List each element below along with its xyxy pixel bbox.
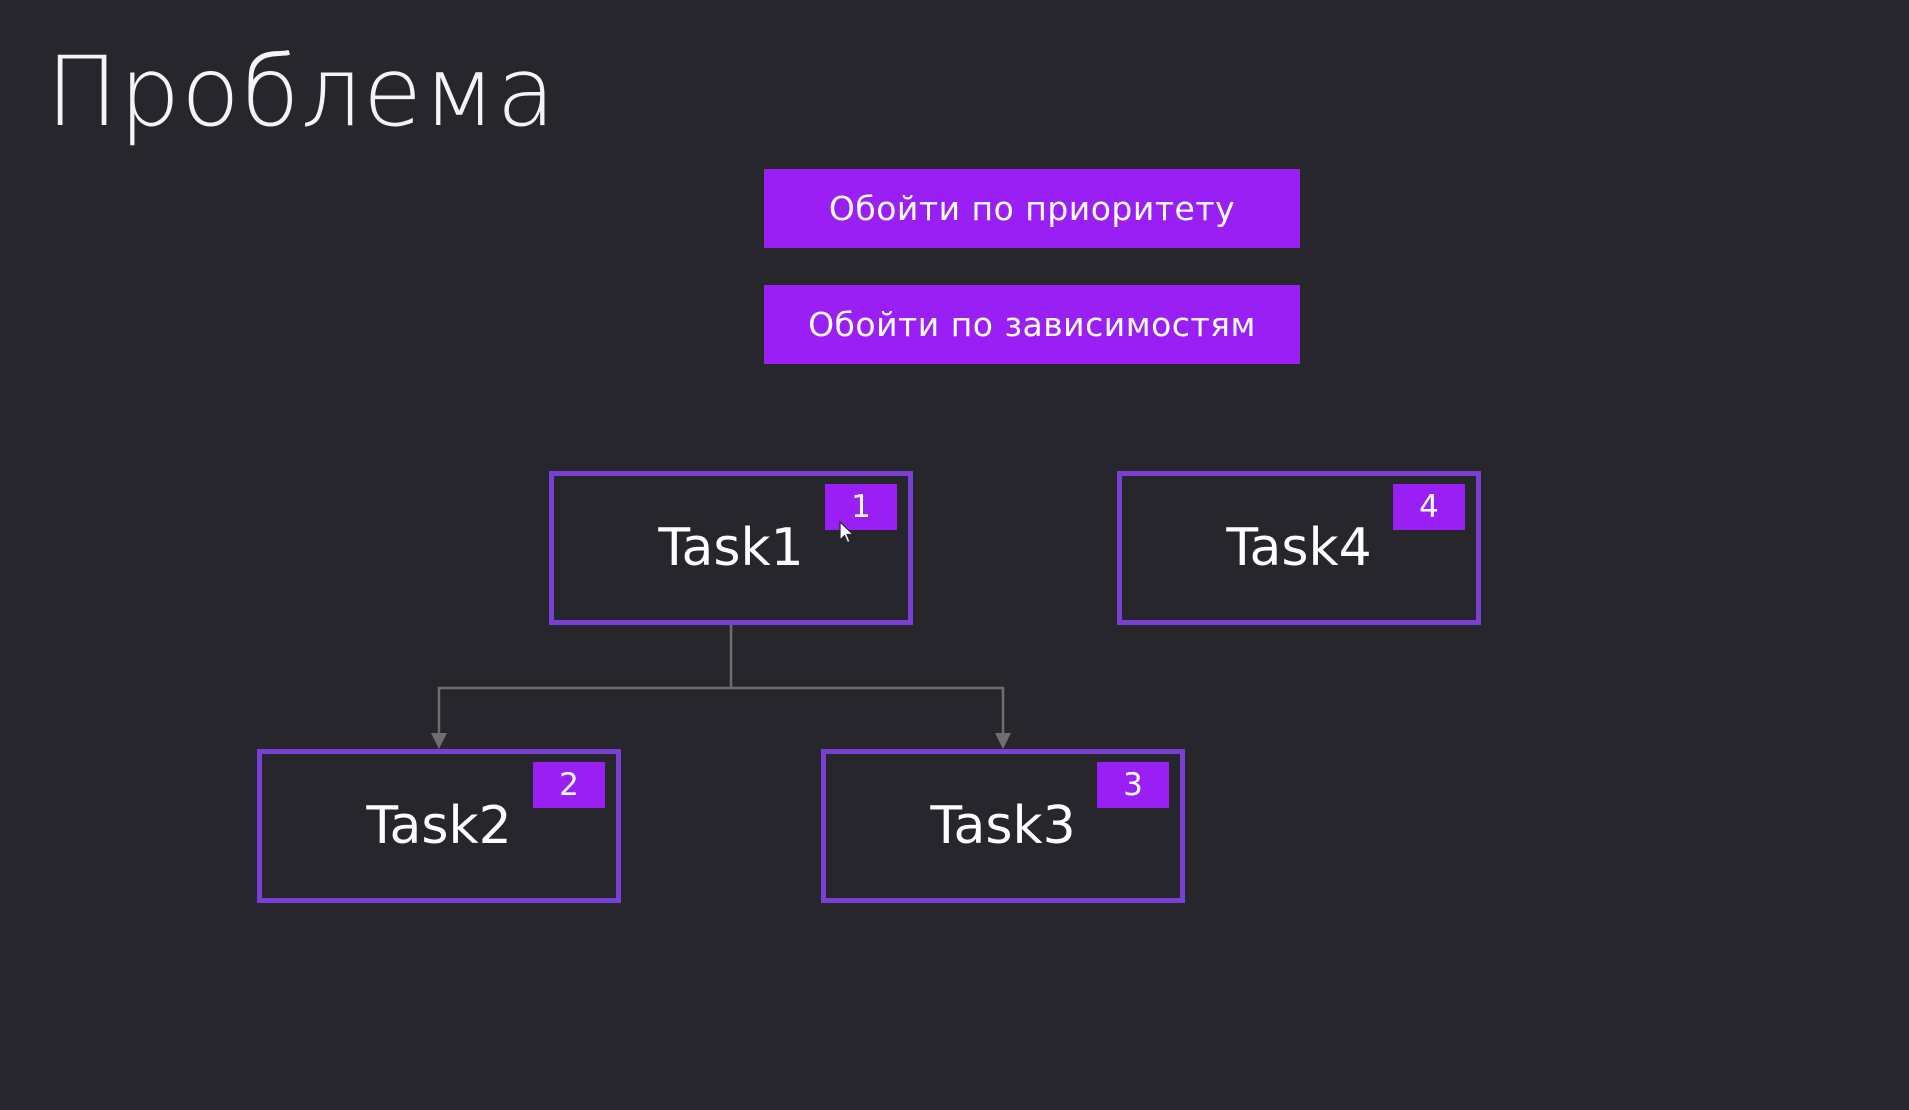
arrow-down-icon — [995, 733, 1011, 749]
priority-badge: 1 — [825, 484, 897, 530]
task-node-2[interactable]: Task2 2 — [257, 749, 621, 903]
traverse-by-dependencies-button[interactable]: Обойти по зависимостям — [764, 285, 1300, 364]
priority-badge: 3 — [1097, 762, 1169, 808]
task-label: Task1 — [658, 518, 804, 578]
page-title: Проблема — [46, 36, 557, 148]
task-label: Task2 — [366, 796, 512, 856]
task-label: Task3 — [930, 796, 1076, 856]
task-node-3[interactable]: Task3 3 — [821, 749, 1185, 903]
task-node-4[interactable]: Task4 4 — [1117, 471, 1481, 625]
connector-task1-to-task3 — [731, 686, 1005, 736]
priority-badge: 4 — [1393, 484, 1465, 530]
arrow-down-icon — [431, 733, 447, 749]
task-label: Task4 — [1226, 518, 1372, 578]
traverse-by-priority-button[interactable]: Обойти по приоритету — [764, 169, 1300, 248]
priority-badge: 2 — [533, 762, 605, 808]
mouse-pointer-icon — [839, 521, 855, 544]
connector-task1-to-task2 — [437, 686, 731, 736]
task-node-1[interactable]: Task1 1 — [549, 471, 913, 625]
